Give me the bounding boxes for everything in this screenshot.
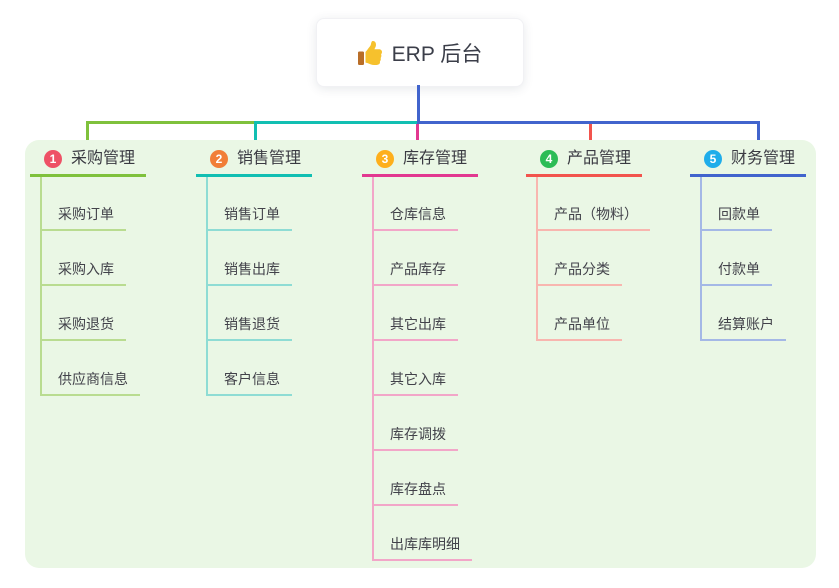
branch-title[interactable]: 3 库存管理 — [362, 148, 479, 177]
branch-label: 采购管理 — [71, 150, 136, 167]
branch-spine-line — [700, 177, 702, 341]
panel-background — [25, 140, 816, 568]
branch-title[interactable]: 2 销售管理 — [196, 148, 313, 177]
branch-3: 3 库存管理仓库信息产品库存其它出库其它入库库存调拨库存盘点出库库明细 — [362, 148, 479, 561]
branch-label: 产品管理 — [567, 150, 632, 167]
child-node[interactable]: 销售订单 — [206, 206, 292, 231]
child-node[interactable]: 销售退货 — [206, 316, 292, 341]
child-node[interactable]: 产品分类 — [536, 261, 622, 286]
connector-drop-branch-5 — [757, 121, 760, 145]
branch-spine-line — [536, 177, 538, 341]
branch-title[interactable]: 1 采购管理 — [30, 148, 147, 177]
branch-spine-line — [372, 177, 374, 561]
child-node[interactable]: 采购退货 — [40, 316, 126, 341]
branch-number-badge: 4 — [540, 150, 558, 168]
child-node[interactable]: 仓库信息 — [372, 206, 458, 231]
connector-drop-branch-4 — [589, 124, 592, 145]
connector-drop-branch-1 — [86, 121, 89, 145]
branch-label: 财务管理 — [731, 150, 796, 167]
child-node[interactable]: 其它出库 — [372, 316, 458, 341]
child-node[interactable]: 库存调拨 — [372, 426, 458, 451]
root-node[interactable]: ERP 后台 — [316, 18, 524, 87]
child-node[interactable]: 客户信息 — [206, 371, 292, 396]
child-node[interactable]: 其它入库 — [372, 371, 458, 396]
root-title: ERP 后台 — [391, 42, 483, 66]
child-node[interactable]: 付款单 — [700, 261, 772, 286]
branch-title[interactable]: 4 产品管理 — [526, 148, 643, 177]
connector-horizontal-2 — [255, 121, 419, 124]
branch-number-badge: 5 — [704, 150, 722, 168]
connector-root-drop — [417, 85, 420, 124]
child-node[interactable]: 出库库明细 — [372, 536, 472, 561]
branch-1: 1 采购管理采购订单采购入库采购退货供应商信息 — [30, 148, 147, 396]
connector-drop-branch-2 — [254, 121, 257, 145]
branch-spine-line — [206, 177, 208, 396]
branch-number-badge: 3 — [376, 150, 394, 168]
child-node[interactable]: 采购入库 — [40, 261, 126, 286]
child-node[interactable]: 产品单位 — [536, 316, 622, 341]
connector-horizontal-5 — [417, 121, 760, 124]
child-node[interactable]: 产品库存 — [372, 261, 458, 286]
child-node[interactable]: 采购订单 — [40, 206, 126, 231]
child-node[interactable]: 销售出库 — [206, 261, 292, 286]
child-node[interactable]: 供应商信息 — [40, 371, 140, 396]
connector-drop-branch-3 — [416, 124, 419, 145]
branch-label: 库存管理 — [403, 150, 468, 167]
branch-number-badge: 2 — [210, 150, 228, 168]
connector-horizontal-1 — [86, 121, 257, 124]
branch-number-badge: 1 — [44, 150, 62, 168]
child-node[interactable]: 回款单 — [700, 206, 772, 231]
branch-5: 5 财务管理回款单付款单结算账户 — [690, 148, 807, 341]
branch-2: 2 销售管理销售订单销售出库销售退货客户信息 — [196, 148, 313, 396]
branch-4: 4 产品管理产品（物料） 产品分类产品单位 — [526, 148, 650, 341]
child-node[interactable]: 产品（物料） — [536, 206, 650, 231]
branch-label: 销售管理 — [237, 150, 302, 167]
child-node[interactable]: 结算账户 — [700, 316, 786, 341]
branch-title[interactable]: 5 财务管理 — [690, 148, 807, 177]
thumbs-up-icon — [357, 40, 382, 65]
branch-spine-line — [40, 177, 42, 396]
child-node[interactable]: 库存盘点 — [372, 481, 458, 506]
